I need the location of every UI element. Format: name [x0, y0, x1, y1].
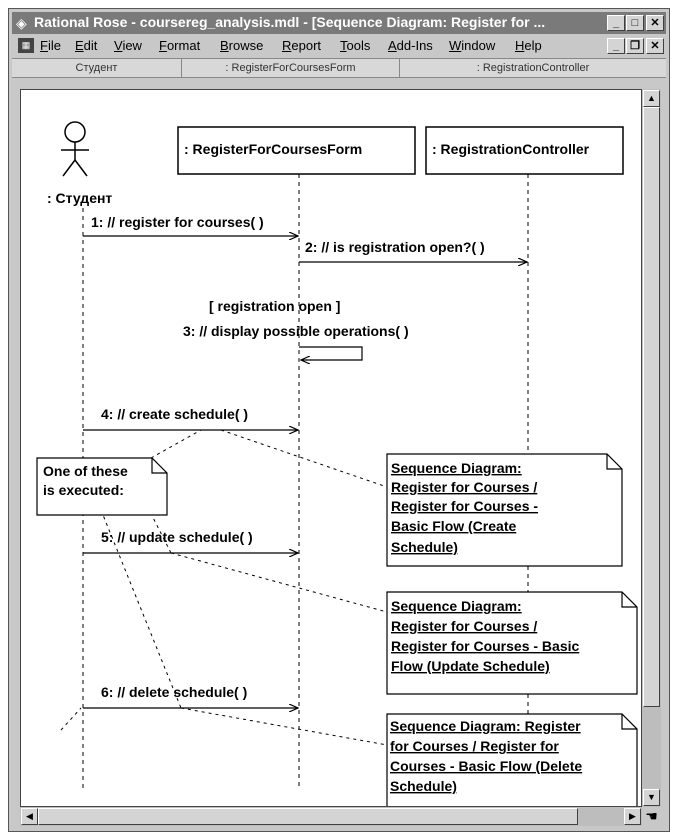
link-note-3-line-4: Schedule)	[390, 778, 457, 794]
link-note-3-line-1: Sequence Diagram: Register	[390, 718, 581, 734]
maximize-button[interactable]: □	[626, 15, 644, 31]
menu-format[interactable]: Format	[159, 38, 201, 53]
sequence-diagram: : Студент : RegisterForCoursesForm : Reg…	[36, 121, 638, 807]
comment-note[interactable]: One of these is executed:	[36, 457, 168, 516]
horizontal-scrollbar[interactable]: ◀ ▶	[20, 807, 642, 826]
header-cell-actor[interactable]: Студент	[12, 59, 182, 77]
note-anchor-lines	[60, 429, 388, 746]
message-label-3: 3: // display possible operations( )	[183, 323, 409, 339]
link-note-1-line-5: Schedule)	[391, 539, 458, 555]
menu-view[interactable]: View	[114, 38, 142, 53]
document-icon[interactable]: ▦	[18, 38, 34, 53]
application-window: ◈ Rational Rose - coursereg_analysis.mdl…	[8, 8, 670, 832]
title-bar: ◈ Rational Rose - coursereg_analysis.mdl…	[12, 12, 666, 34]
scroll-left-button[interactable]: ◀	[21, 808, 38, 825]
menu-add-ins[interactable]: Add-Ins	[388, 38, 433, 53]
rational-rose-icon: ◈	[16, 15, 27, 31]
link-note-create-schedule[interactable]: Sequence Diagram: Register for Courses /…	[386, 453, 623, 567]
message-label-2: 2: // is registration open?( )	[305, 239, 485, 255]
menu-tools[interactable]: Tools	[340, 38, 371, 53]
object-box-form[interactable]	[177, 126, 416, 175]
menu-window[interactable]: Window	[449, 38, 496, 53]
actor-stick-figure[interactable]	[61, 121, 89, 177]
menu-browse[interactable]: Browse	[220, 38, 264, 53]
menu-bar: ▦ File Edit View Format Browse Report To…	[12, 36, 666, 56]
scroll-up-button[interactable]: ▲	[643, 90, 660, 107]
link-note-2-line-3: Register for Courses - Basic	[391, 638, 579, 654]
message-label-5: 5: // update schedule( )	[101, 529, 253, 545]
link-note-2-line-2: Register for Courses /	[391, 618, 537, 634]
window-title: Rational Rose - coursereg_analysis.mdl -…	[34, 14, 546, 30]
link-note-update-schedule[interactable]: Sequence Diagram: Register for Courses /…	[386, 591, 638, 695]
menu-edit[interactable]: Edit	[75, 38, 98, 53]
link-note-1-line-1: Sequence Diagram:	[391, 460, 522, 476]
vertical-scrollbar[interactable]: ▲ ▼	[642, 89, 661, 807]
doc-minimize-button[interactable]: _	[607, 38, 625, 54]
menu-report[interactable]: Report	[282, 38, 322, 53]
link-note-1-line-2: Register for Courses /	[391, 479, 537, 495]
object-box-controller[interactable]	[425, 126, 624, 175]
doc-close-button[interactable]: ✕	[646, 38, 664, 54]
comment-note-line-1: One of these	[43, 463, 128, 479]
minimize-button[interactable]: _	[607, 15, 625, 31]
link-note-2-line-4: Flow (Update Schedule)	[391, 658, 550, 674]
comment-note-line-2: is executed:	[43, 482, 124, 498]
object-label-controller: : RegistrationController	[432, 141, 590, 157]
scroll-right-button[interactable]: ▶	[624, 808, 641, 825]
diagram-canvas[interactable]: : Студент : RegisterForCoursesForm : Reg…	[20, 89, 642, 807]
horizontal-scroll-thumb[interactable]	[38, 808, 578, 825]
link-note-delete-schedule[interactable]: Sequence Diagram: Register for Courses /…	[386, 713, 638, 807]
link-note-3-line-2: for Courses / Register for	[390, 738, 559, 754]
header-cell-form[interactable]: : RegisterForCoursesForm	[182, 59, 400, 77]
doc-restore-button[interactable]: ❐	[626, 38, 644, 54]
link-note-1-line-4: Basic Flow (Create	[391, 518, 516, 534]
message-guard-3: [ registration open ]	[209, 298, 340, 314]
close-button[interactable]: ✕	[646, 15, 664, 31]
header-cell-controller[interactable]: : RegistrationController	[476, 62, 590, 74]
lifeline-header-bar: Студент : RegisterForCoursesForm : Regis…	[12, 58, 666, 78]
link-note-2-line-1: Sequence Diagram:	[391, 598, 522, 614]
link-note-1-line-3: Register for Courses -	[391, 498, 538, 514]
vertical-scroll-thumb[interactable]	[643, 107, 660, 707]
message-label-4: 4: // create schedule( )	[101, 406, 248, 422]
object-label-form: : RegisterForCoursesForm	[184, 141, 362, 157]
actor-label: : Студент	[47, 190, 112, 206]
link-note-3-line-3: Courses - Basic Flow (Delete	[390, 758, 582, 774]
message-label-1: 1: // register for courses( )	[91, 214, 264, 230]
hand-cursor-icon: ☚	[642, 807, 661, 826]
scroll-down-button[interactable]: ▼	[643, 789, 660, 806]
menu-file[interactable]: File	[40, 38, 61, 53]
menu-help[interactable]: Help	[515, 38, 542, 53]
message-arrow-3[interactable]	[299, 346, 363, 360]
